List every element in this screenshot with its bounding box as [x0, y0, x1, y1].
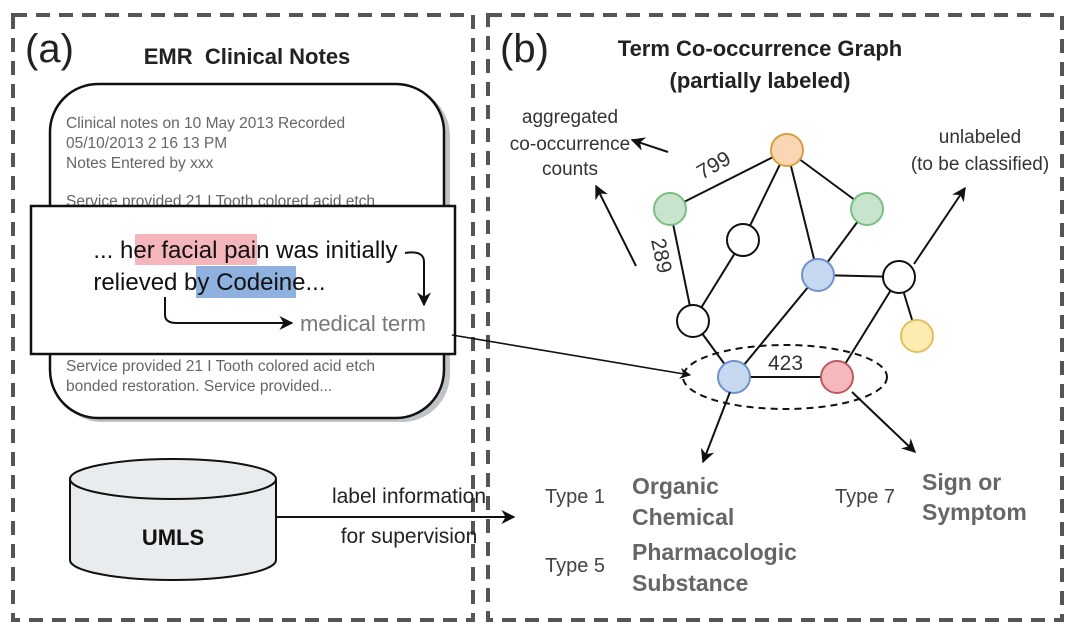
highlight-codeine [196, 266, 296, 298]
note-line: Clinical notes on 10 May 2013 Recorded [66, 115, 345, 132]
type-7-name: Sign or [922, 469, 1001, 495]
node-green-right[interactable] [850, 192, 884, 226]
node-blue-upper[interactable] [801, 258, 835, 292]
edge [836, 276, 900, 378]
node-blue-codeine[interactable] [717, 360, 751, 394]
supervision-label-1: label information [332, 485, 486, 508]
highlight-facial-pain [135, 234, 257, 265]
panel-a-border [11, 13, 475, 622]
note-line: bonded restoration. Service provided... [66, 378, 332, 395]
note-line: Notes Entered by xxx [66, 155, 214, 172]
umls-label: UMLS [142, 525, 204, 550]
note-line: 05/10/2013 2 16 13 PM [66, 135, 227, 152]
edge-weight-289: 289 [646, 236, 676, 275]
arrow-289-to-annot [595, 184, 637, 267]
umls-cylinder-top [69, 458, 277, 500]
annotation-unlabeled: (to be classified) [911, 154, 1049, 175]
arrow-red-to-type [851, 391, 917, 453]
edge-weight-423: 423 [768, 352, 803, 375]
panel-b-label: (b) [500, 27, 549, 71]
node-unlabeled[interactable] [676, 304, 710, 338]
medical-term-label: medical term [300, 311, 426, 336]
note-line: Service provided 21 I Tooth colored acid… [66, 358, 375, 375]
term-facial-pain: facial pain [161, 237, 269, 264]
edge [669, 208, 694, 322]
snippet-line-1: ... her facial pain was initially [60, 237, 418, 264]
arrow-blue-to-type [701, 391, 731, 464]
annotation-counts: aggregated [522, 107, 618, 128]
node-unlabeled[interactable] [726, 223, 760, 257]
type-1-name: Organic [632, 473, 719, 499]
annotation-counts: counts [542, 159, 598, 180]
umls-cylinder-body [69, 479, 277, 581]
node-red-facial-pain[interactable] [820, 360, 854, 394]
node-yellow[interactable] [900, 319, 934, 353]
arrow-799-to-annot [630, 137, 669, 153]
arrow-codeine-to-term [164, 297, 294, 330]
type-7-number: Type 7 [835, 486, 895, 508]
panel-b-title-2: (partially labeled) [670, 68, 851, 93]
panel-b-border [486, 13, 1064, 622]
node-orange[interactable] [770, 133, 804, 167]
type-7-name: Symptom [922, 499, 1027, 525]
edge [786, 149, 819, 276]
edge [669, 149, 788, 210]
arrow-term-to-graph [451, 334, 692, 379]
type-1-number: Type 1 [545, 486, 605, 508]
arrow-facial-pain-to-term [404, 251, 431, 307]
panel-b-title-1: Term Co-occurrence Graph [618, 36, 902, 61]
node-green-left[interactable] [653, 192, 687, 226]
selected-pair-ellipse [682, 344, 888, 410]
supervision-label-2: for supervision [341, 525, 478, 548]
panel-a-title: EMR Clinical Notes [144, 44, 351, 69]
annotation-counts: co-occurrence [510, 134, 630, 155]
term-codeine: Codeine [216, 269, 305, 296]
panel-a-label: (a) [25, 27, 74, 71]
annotation-unlabeled: unlabeled [939, 127, 1021, 148]
arrow-unlabeled-node [913, 186, 966, 265]
snippet-line-2: relieved by Codeine... [60, 269, 346, 296]
graph-edges [669, 149, 918, 378]
type-5-name: Substance [632, 570, 748, 596]
node-unlabeled[interactable] [882, 260, 916, 294]
type-5-name: Pharmacologic [632, 539, 797, 565]
type-1-name: Chemical [632, 504, 734, 530]
type-5-number: Type 5 [545, 555, 605, 577]
edge [733, 274, 819, 378]
